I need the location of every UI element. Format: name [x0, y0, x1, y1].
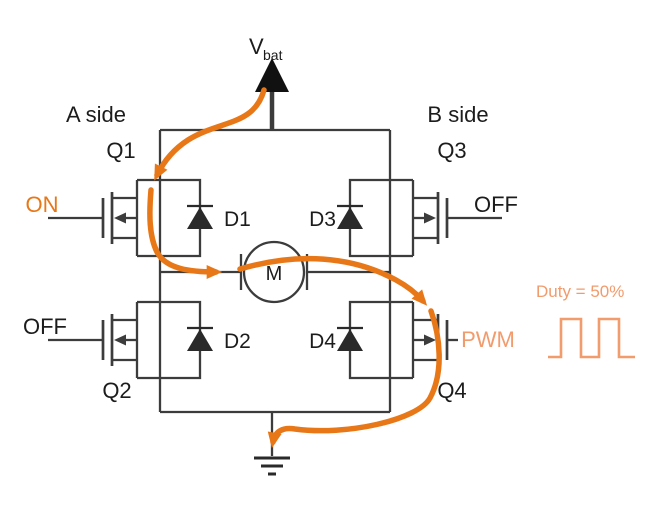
q3-label: Q3 — [437, 138, 466, 163]
d1-label: D1 — [224, 208, 251, 231]
q4-state-label: PWM — [461, 327, 515, 352]
duty-cycle-label: Duty = 50% — [536, 282, 624, 301]
q4-label: Q4 — [437, 378, 466, 403]
diode-d2 — [185, 326, 215, 353]
a-side-label: A side — [66, 102, 126, 127]
q2-state-label: OFF — [23, 314, 67, 339]
q2-label: Q2 — [102, 378, 131, 403]
mosfet-q2 — [101, 300, 139, 380]
d4-label: D4 — [309, 330, 336, 353]
diode-d4 — [335, 326, 365, 353]
vbat-subscript: bat — [263, 47, 283, 63]
q3-state-label: OFF — [474, 192, 518, 217]
vbat-label: V — [249, 34, 264, 59]
q1-state-label: ON — [26, 192, 59, 217]
vbat-arrow-icon — [255, 58, 289, 92]
q1-label: Q1 — [106, 138, 135, 163]
d3-label: D3 — [309, 208, 336, 231]
motor-label: M — [266, 263, 283, 285]
ground-icon — [254, 456, 290, 476]
current-flow-path — [147, 87, 442, 449]
mosfet-q3 — [411, 178, 449, 258]
diode-d1 — [185, 204, 215, 231]
d2-label: D2 — [224, 330, 251, 353]
pwm-waveform — [548, 317, 635, 359]
diode-d3 — [335, 204, 365, 231]
mosfet-q1 — [101, 178, 139, 258]
b-side-label: B side — [427, 102, 488, 127]
